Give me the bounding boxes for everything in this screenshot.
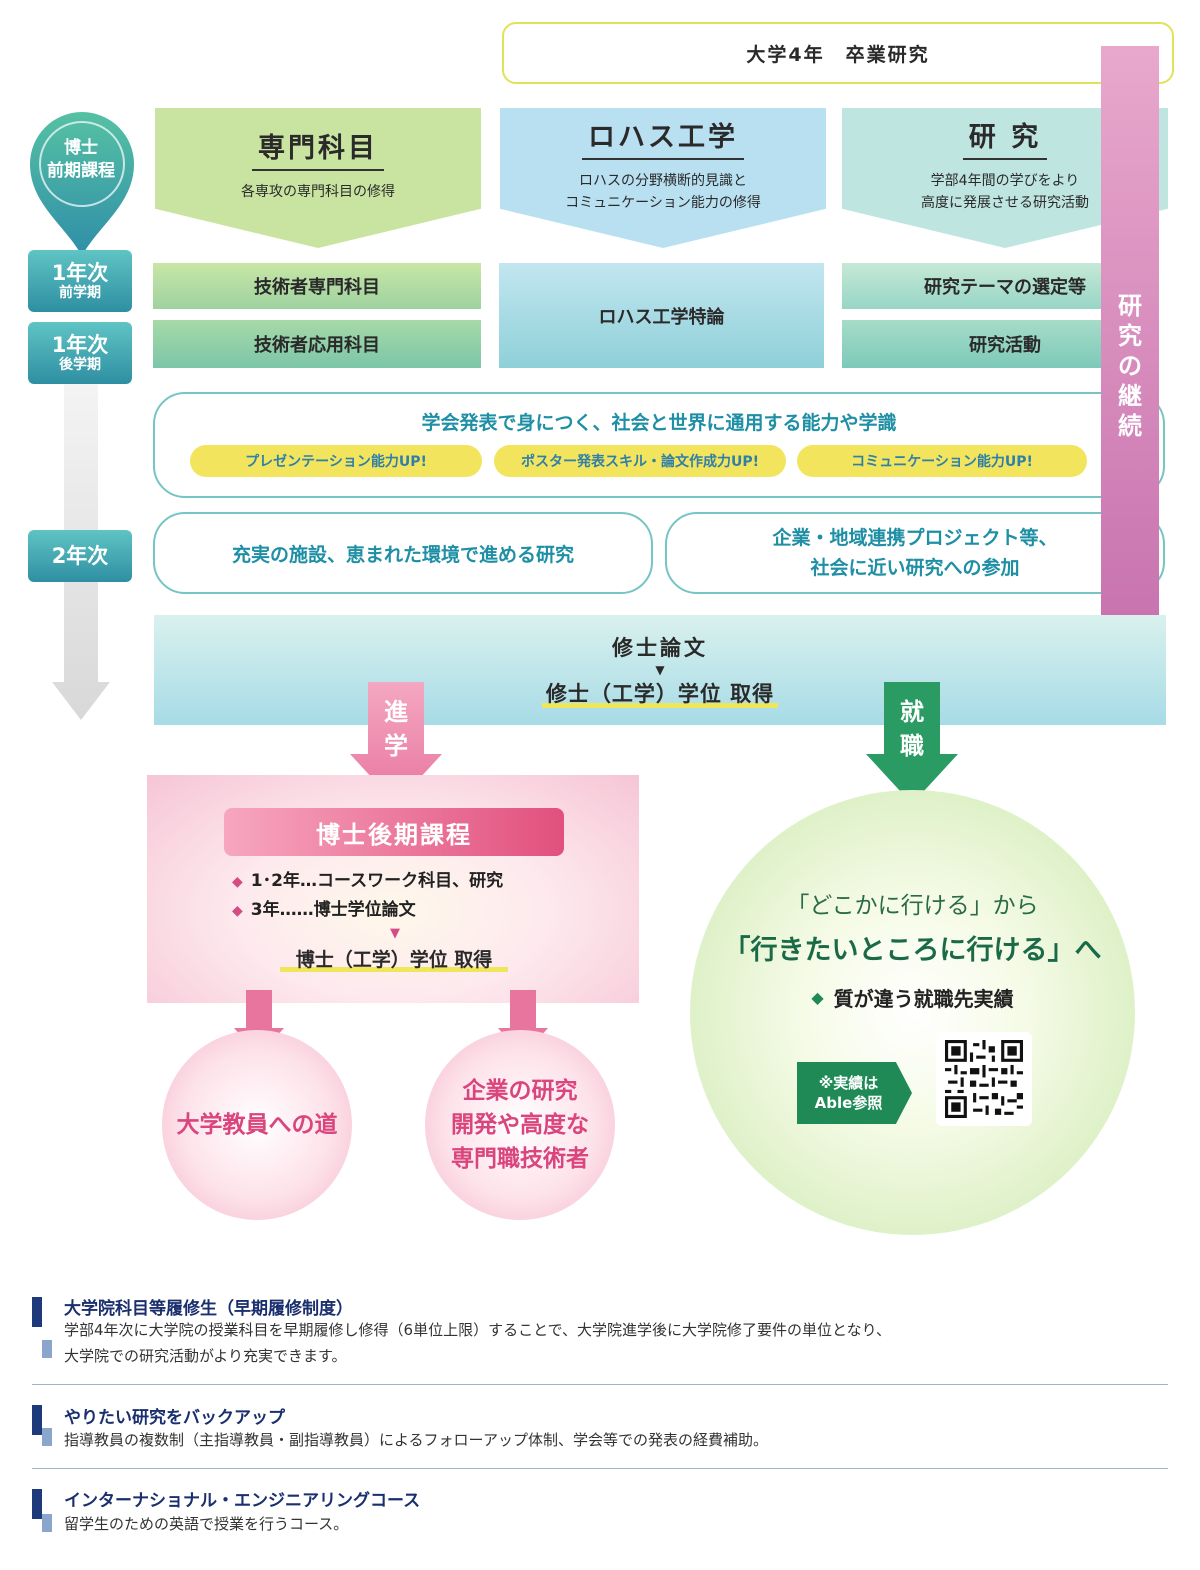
collab-line2: 社会に近い研究への参加: [810, 557, 1020, 579]
vchar: 学: [384, 732, 408, 760]
column-desc: コミュニケーション能力の修得: [565, 194, 761, 211]
year-label: 2年次: [51, 543, 109, 568]
advance-arrow: [350, 682, 442, 804]
doctor-item-1: ◆ 1･2年…コースワーク科目、研究: [232, 866, 632, 892]
outcome-faculty: 大学教員への道: [162, 1030, 352, 1220]
diamond-icon: ◆: [811, 987, 824, 1007]
employment-label: 就 職: [884, 690, 940, 768]
column-title: 研 究: [962, 115, 1048, 160]
section-international-title: インターナショナル・エンジニアリングコース: [64, 1491, 421, 1511]
section-international-body: 留学生のための英語で授業を行うコース。: [64, 1515, 349, 1533]
pill-communication: コミュニケーション能力UP!: [797, 445, 1087, 477]
column-lohas: ロハス工学 ロハスの分野横断的見識と コミュニケーション能力の修得: [500, 108, 826, 248]
bar-tech-applied: 技術者応用科目: [153, 320, 481, 368]
reference-line1: ※実績は: [818, 1074, 879, 1092]
research-continue-arrow: [1097, 46, 1165, 676]
master-degree: 修士（工学）学位 取得: [541, 678, 779, 708]
facility-box: 充実の施設、恵まれた環境で進める研究: [153, 512, 653, 594]
pin-marker: [26, 108, 138, 258]
bar-research-activity: 研究活動: [842, 320, 1108, 368]
down-triangle-icon: ▼: [390, 925, 400, 941]
column-title: 専門科目: [252, 126, 384, 171]
section-backup-title: やりたい研究をバックアップ: [64, 1408, 285, 1428]
doctor-degree: 博士（工学）学位 取得: [280, 944, 508, 972]
pin-line1: 博士: [64, 138, 98, 158]
year-2: 2年次: [28, 530, 132, 582]
bar-tech-specialty: 技術者専門科目: [153, 263, 481, 309]
vchar: 就: [900, 698, 924, 726]
column-title: ロハス工学: [582, 115, 744, 160]
employment-glow: [690, 790, 1135, 1235]
graduation-research-box: 大学4年 卒業研究: [502, 22, 1174, 84]
column-specialty: 専門科目 各専攻の専門科目の修得: [155, 108, 481, 248]
outcome-line: 専門職技術者: [451, 1146, 589, 1172]
qr-code[interactable]: [936, 1032, 1032, 1126]
thesis-title: 修士論文: [612, 636, 708, 660]
term-label: 前学期: [59, 285, 101, 302]
divider: [32, 1384, 1168, 1385]
vchar: 究: [1118, 322, 1142, 350]
pill-presentation: プレゼンテーション能力UP!: [190, 445, 482, 477]
slogan-text: 質が違う就職先実績: [833, 986, 1014, 1011]
doctoral-title: 博士後期課程: [224, 808, 564, 856]
section-marker: [32, 1297, 42, 1327]
slogan-line2: 「行きたいところに行ける」へ: [723, 934, 1102, 966]
doctor-item-2: ◆ 3年……博士学位論文: [232, 895, 632, 921]
column-desc: 高度に発展させる研究活動: [921, 194, 1089, 211]
vchar: 続: [1118, 412, 1142, 440]
vchar: 継: [1118, 382, 1142, 410]
year-1-second: 1年次 後学期: [28, 322, 132, 384]
collaboration-box: 企業・地域連携プロジェクト等、 社会に近い研究への参加: [665, 512, 1165, 594]
doctor-item-text: 1･2年…コースワーク科目、研究: [250, 871, 504, 891]
section-marker: [32, 1405, 42, 1435]
section-marker: [42, 1340, 52, 1358]
vchar: 研: [1118, 292, 1142, 320]
section-marker: [32, 1489, 42, 1519]
section-marker: [42, 1514, 52, 1532]
diamond-icon: ◆: [232, 874, 243, 890]
diamond-icon: ◆: [232, 903, 243, 919]
section-early-credit-body: 大学院での研究活動がより充実できます。: [64, 1347, 347, 1365]
year-1-first: 1年次 前学期: [28, 250, 132, 312]
outcome-line: 企業の研究: [462, 1078, 578, 1104]
section-early-credit-body: 学部4年次に大学院の授業科目を早期履修し修得（6単位上限）することで、大学院進学…: [64, 1321, 891, 1339]
column-desc: ロハスの分野横断的見識と: [579, 172, 747, 189]
reference-tag: ※実績は Able参照: [797, 1062, 912, 1124]
year-label: 1年次: [51, 332, 109, 357]
column-desc: 各専攻の専門科目の修得: [241, 183, 395, 200]
pin-line2: 前期課程: [47, 161, 115, 181]
section-backup-body: 指導教員の複数制（主指導教員・副指導教員）によるフォローアップ体制、学会等での発…: [64, 1431, 768, 1449]
slogan-line3: ◆ 質が違う就職先実績: [690, 980, 1135, 1014]
column-desc: 学部4年間の学びをより: [930, 172, 1080, 189]
down-triangle-icon: ▼: [655, 663, 665, 677]
pill-poster: ポスター発表スキル・論文作成力UP!: [494, 445, 786, 477]
conference-title: 学会発表で身につく、社会と世界に通用する能力や学識: [421, 411, 897, 434]
term-label: 後学期: [59, 357, 101, 374]
master-thesis-box: 修士論文 ▼ 修士（工学）学位 取得: [154, 615, 1166, 725]
bar-lohas-seminar: ロハス工学特論: [499, 263, 824, 368]
pin-label: 博士 前期課程: [26, 130, 136, 190]
section-marker: [42, 1428, 52, 1446]
vchar: 進: [384, 698, 408, 726]
collab-line1: 企業・地域連携プロジェクト等、: [772, 527, 1058, 549]
section-early-credit-title: 大学院科目等履修生（早期履修制度）: [64, 1299, 353, 1319]
vchar: の: [1118, 352, 1142, 380]
doctor-item-text: 3年……博士学位論文: [250, 900, 416, 920]
bar-research-theme: 研究テーマの選定等: [842, 263, 1108, 309]
year-label: 1年次: [51, 260, 109, 285]
research-continue-label: 研 究 の 継 続: [1101, 276, 1159, 456]
reference-line2: Able参照: [814, 1094, 883, 1112]
outcome-engineer: 企業の研究 開発や高度な 専門職技術者: [425, 1030, 615, 1220]
divider: [32, 1468, 1168, 1469]
outcome-line: 開発や高度な: [451, 1112, 589, 1138]
vchar: 職: [900, 732, 924, 760]
advance-label: 進 学: [368, 690, 424, 768]
employment-arrow: [866, 682, 958, 804]
slogan-line1: 「どこかに行ける」から: [786, 893, 1039, 919]
